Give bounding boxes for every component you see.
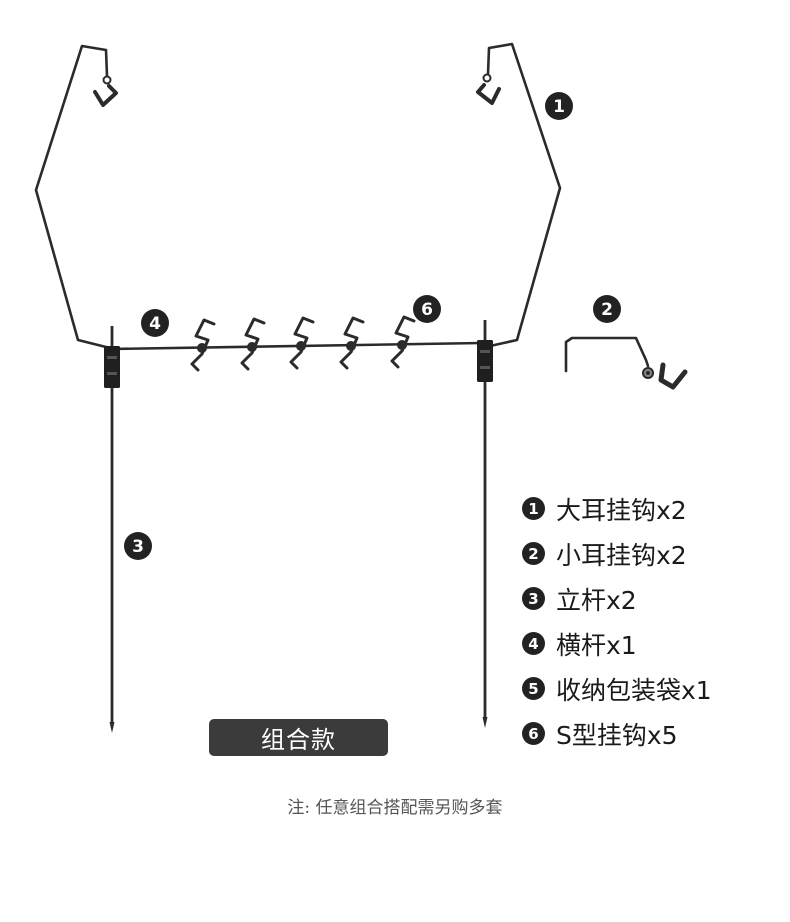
part-item-crossbar: 4 横杆x1: [522, 621, 782, 666]
part-label: 小耳挂钩x2: [556, 540, 687, 570]
big-ear-hook-right: [476, 42, 562, 350]
number-badge: 2: [522, 542, 545, 565]
combo-label-badge: 组合款: [209, 719, 388, 756]
s-hook-group: [190, 315, 416, 372]
part-label: S型挂钩x5: [556, 720, 678, 750]
marker-big-hook: 1: [545, 92, 573, 120]
footnote: 注: 任意组合搭配需另购多套: [287, 798, 503, 818]
part-item-small-ear-hook: 2 小耳挂钩x2: [522, 531, 782, 576]
pole-right: [477, 320, 493, 728]
s-hook-4: [339, 316, 365, 370]
marker-s-hook: 6: [413, 295, 441, 323]
svg-text:1: 1: [553, 97, 565, 117]
part-item-pole: 3 立杆x2: [522, 576, 782, 621]
parts-list: 1 大耳挂钩x2 2 小耳挂钩x2 3 立杆x2 4 横杆x1 5 收纳包装袋x…: [522, 486, 782, 756]
marker-pole: 3: [124, 532, 152, 560]
number-badge: 1: [522, 497, 545, 520]
svg-text:2: 2: [601, 300, 613, 320]
number-badge: 4: [522, 632, 545, 655]
number-badge: 3: [522, 587, 545, 610]
part-label: 横杆x1: [556, 630, 637, 660]
marker-small-hook: 2: [593, 295, 621, 323]
s-hook-1: [190, 318, 216, 372]
small-ear-hook: [564, 336, 688, 390]
part-label: 立杆x2: [556, 585, 637, 615]
marker-crossbar: 4: [141, 309, 169, 337]
part-label: 大耳挂钩x2: [556, 495, 687, 525]
number-badge: 5: [522, 677, 545, 700]
pole-left: [104, 326, 120, 733]
svg-text:3: 3: [132, 537, 144, 557]
part-item-storage-bag: 5 收纳包装袋x1: [522, 666, 782, 711]
part-item-big-ear-hook: 1 大耳挂钩x2: [522, 486, 782, 531]
svg-text:6: 6: [421, 300, 433, 320]
s-hook-2: [240, 317, 266, 371]
s-hook-3: [289, 316, 315, 370]
number-badge: 6: [522, 722, 545, 745]
part-item-s-hook: 6 S型挂钩x5: [522, 711, 782, 756]
part-label: 收纳包装袋x1: [556, 675, 712, 705]
svg-text:4: 4: [149, 314, 161, 334]
s-hook-5: [390, 315, 416, 369]
big-ear-hook-left: [34, 44, 118, 350]
